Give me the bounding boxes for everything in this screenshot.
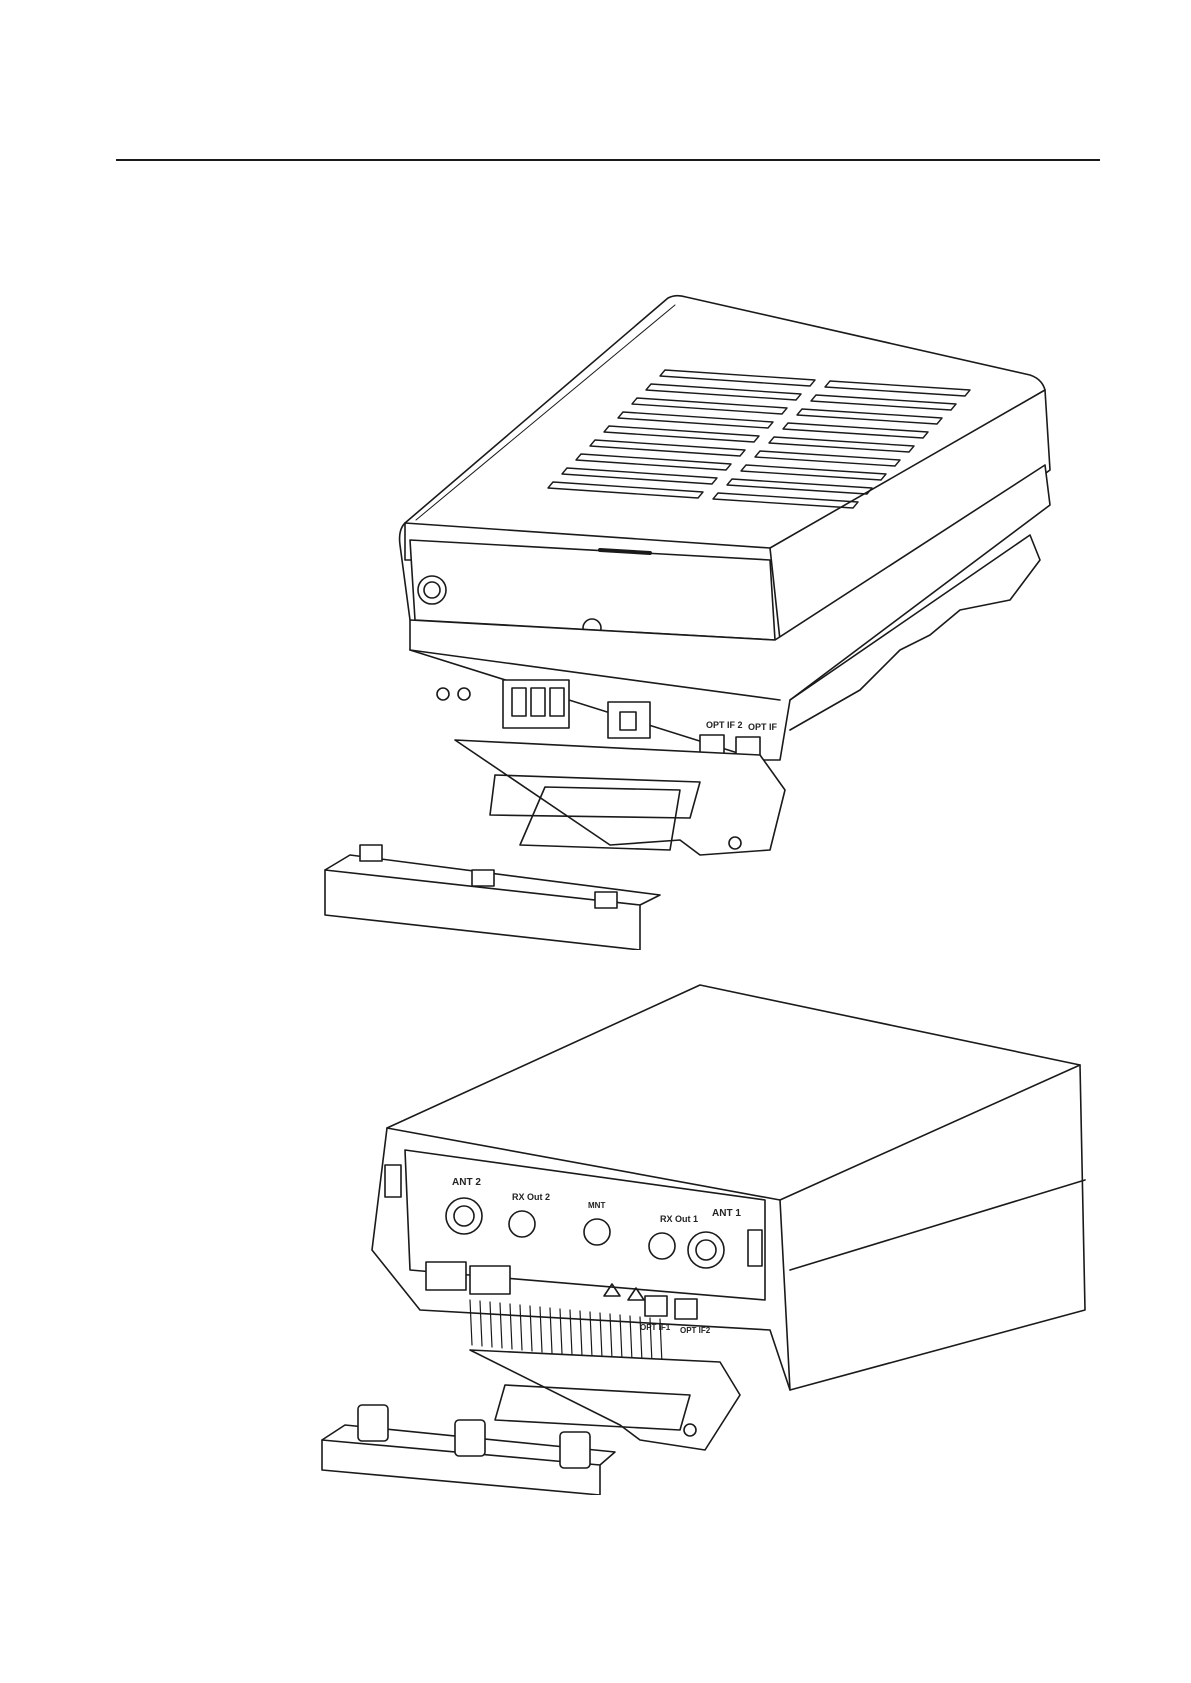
connector-block-left [437, 680, 569, 728]
figure-enclosure-top-view: OPT IF 2 OPT IF [0, 290, 1191, 950]
ant2-label: ANT 2 [452, 1177, 481, 1188]
center-port-label: MNT [588, 1201, 605, 1210]
clamp-rail [322, 1405, 615, 1495]
header-rule [116, 159, 1100, 161]
opt-if2-label: OPT IF2 [680, 1326, 711, 1335]
mounting-bracket [470, 1350, 740, 1450]
rx-out2-label: RX Out 2 [512, 1192, 550, 1202]
opt-if1-label: OPT IF [748, 722, 778, 732]
connector-block-center [608, 702, 650, 738]
opt-if2-label: OPT IF 2 [706, 720, 743, 730]
opt-if1-label: OPT IF1 [640, 1323, 671, 1332]
clamp-rail [325, 845, 660, 950]
figure-enclosure-front-view: ANT 2 RX Out 2 MNT RX Out 1 ANT 1 OPT IF… [0, 975, 1191, 1495]
mounting-bracket [455, 740, 785, 855]
ant1-label: ANT 1 [712, 1208, 741, 1219]
rx-out1-label: RX Out 1 [660, 1214, 698, 1224]
